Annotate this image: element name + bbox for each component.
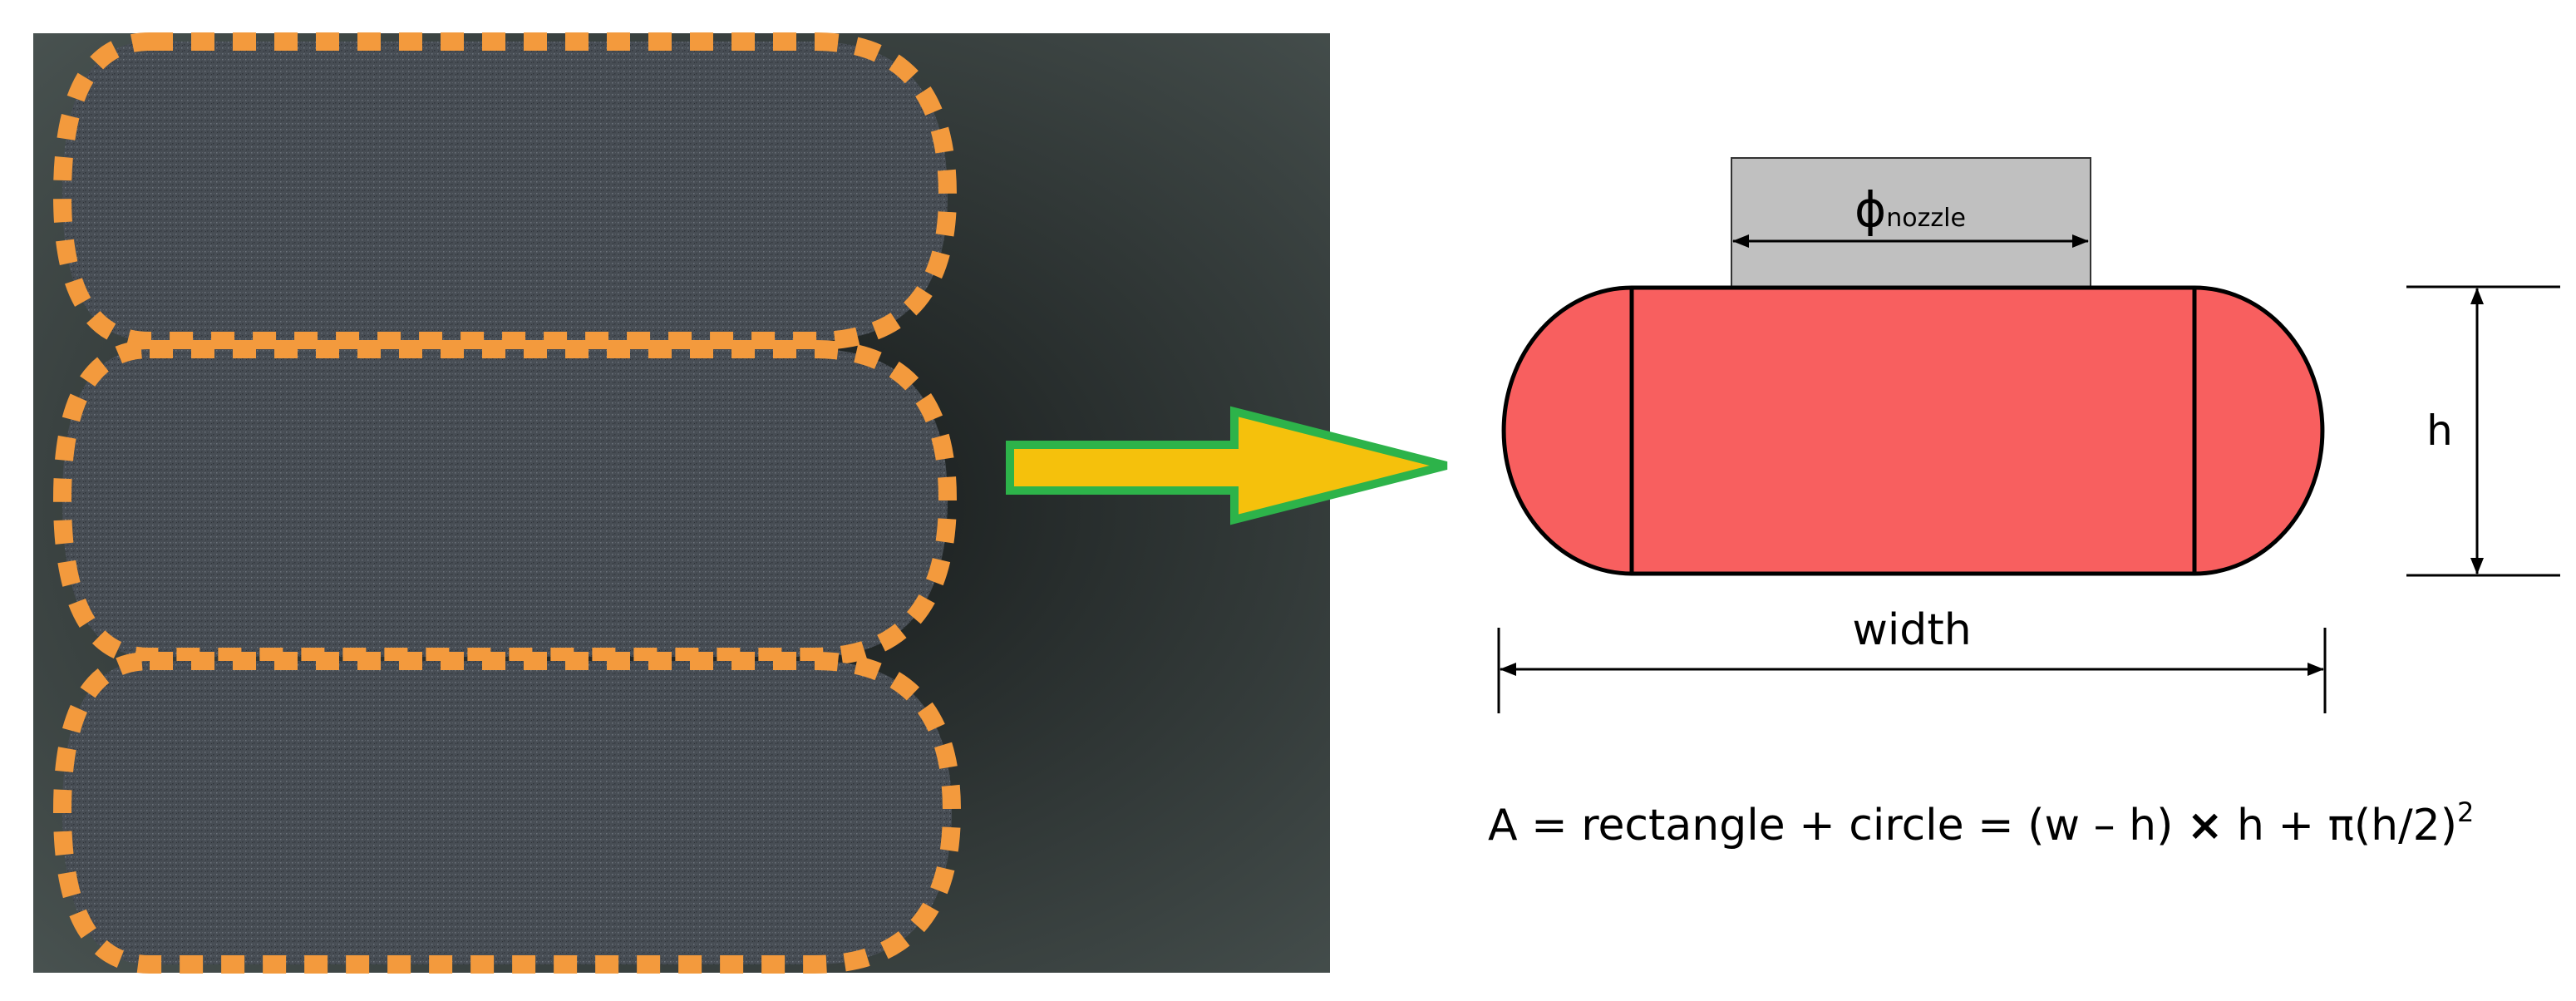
bead-capsule	[1501, 285, 2325, 576]
formula-prefix: A = rectangle + circle = (w – h)	[1488, 801, 2187, 851]
height-label: h	[2426, 407, 2453, 455]
bead-2-outline	[52, 340, 958, 666]
bead-2	[52, 340, 958, 666]
transition-arrow	[1006, 406, 1448, 525]
nozzle-subscript: nozzle	[1886, 204, 1966, 233]
bead-1	[52, 32, 958, 350]
bead-3	[52, 652, 962, 974]
formula-middle: h + π(h/2)	[2223, 801, 2457, 851]
width-label: width	[1852, 605, 1971, 655]
bead-3-outline	[52, 652, 962, 974]
micrograph-photo	[33, 32, 1330, 974]
formula-exponent: 2	[2457, 796, 2474, 828]
bead-schematic: ϕnozzle h width A = rectangle + circle =…	[1488, 157, 2560, 851]
bead-1-outline	[52, 32, 958, 350]
nozzle-symbol-label: ϕnozzle	[1854, 181, 1966, 238]
formula-times: ×	[2187, 801, 2224, 851]
nozzle-symbol: ϕ	[1854, 181, 1886, 238]
area-formula: A = rectangle + circle = (w – h) × h + π…	[1488, 796, 2474, 851]
nozzle-rect	[1731, 157, 2091, 288]
